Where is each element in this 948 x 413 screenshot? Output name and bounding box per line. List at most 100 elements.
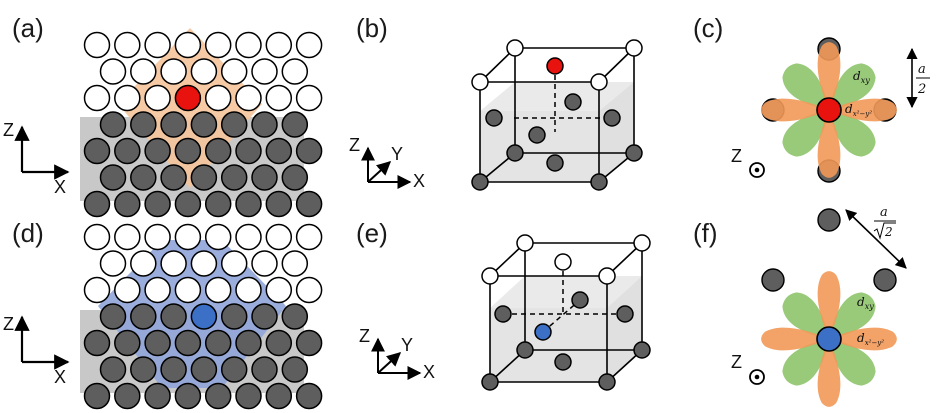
svg-text:Z: Z (731, 146, 742, 166)
lattice-d-atom (295, 329, 323, 357)
lattice-d-atom (99, 356, 127, 383)
lattice-d-atom (83, 223, 111, 251)
lattice-a-atom (114, 84, 141, 112)
lattice-a (80, 28, 323, 218)
lattice-d-highlight-atom (190, 303, 218, 330)
orbital-c-dxy-lobe (782, 110, 829, 157)
lattice-a-atom (235, 84, 262, 112)
lattice-d-atom (130, 250, 157, 277)
lattice-a-atom (295, 31, 323, 59)
axis-label-y-b: Y (391, 144, 403, 164)
lattice-a-atom (265, 190, 293, 218)
orbital-f-dxy-lobe (782, 292, 829, 339)
red-atom-c (816, 97, 842, 123)
lattice-d-atom (190, 250, 218, 277)
lattice-a-atom (130, 58, 157, 85)
lattice-d-atom (114, 223, 141, 251)
lattice-d-atom (174, 329, 202, 357)
lattice-a-atom (251, 58, 278, 85)
lattice-a-atom (144, 190, 171, 218)
lattice-d-atom (130, 356, 157, 383)
lattice-d-atom (83, 276, 111, 304)
lattice-d-atom (220, 356, 248, 383)
panel-label-b: (b) (356, 13, 388, 43)
orbital-f-dxy-lobe (782, 339, 829, 386)
lattice-d-atom (265, 329, 293, 357)
axis-label-x-b: X (413, 171, 425, 191)
lattice-d-atom (235, 223, 262, 251)
lattice-d-atom (83, 329, 111, 357)
axes-xyz-b: Z Y X (349, 135, 425, 191)
lattice-a-atom (174, 137, 202, 165)
lattice-d (80, 223, 323, 410)
lattice-d-atom (174, 223, 202, 251)
svg-text:dxy: dxy (857, 295, 874, 311)
orbital-c-dxy-lobe (782, 63, 829, 110)
lattice-d-atom (295, 382, 323, 410)
orbital-f-dx2y2-lobe (817, 271, 841, 339)
lattice-d-atom (265, 276, 293, 304)
orbital-f-dx2y2-lobe (829, 327, 897, 351)
orbital-label-dx2y2-c: d (845, 102, 853, 116)
lattice-d-atom (220, 303, 248, 330)
svg-text:a: a (880, 205, 888, 220)
lattice-a-atom (281, 58, 309, 85)
lattice-a-atom (144, 31, 171, 59)
svg-text:a: a (918, 62, 926, 77)
orbital-label-dxy-f: d (857, 295, 865, 309)
lattice-a-atom (190, 111, 218, 138)
axis-label-z-d: Z (3, 314, 14, 334)
axis-label-y-e: Y (401, 335, 413, 355)
lattice-d-atom (130, 303, 157, 330)
orbital-f-dx2y2-lobe (761, 327, 829, 351)
lattice-d-atom (190, 356, 218, 383)
lattice-a-atom (204, 84, 232, 112)
lattice-a-atom (204, 137, 232, 165)
lattice-a-atom (160, 58, 187, 85)
red-atom-b (546, 57, 564, 75)
cube-b (471, 39, 643, 191)
lattice-a-atom (174, 190, 202, 218)
axis-label-x-e: X (423, 362, 435, 382)
lattice-d-atom (114, 329, 141, 357)
orbital-c-dx2y2-lobe (829, 98, 897, 122)
scale-bar-a-over-sqrt2: a 2 (845, 205, 907, 269)
lattice-a-atom (114, 190, 141, 218)
lattice-d-atom (204, 382, 232, 410)
lattice-d-atom (160, 356, 187, 383)
lattice-d-atom (235, 382, 262, 410)
lattice-a-atom (83, 137, 111, 165)
lattice-a-atom (251, 111, 278, 138)
orbital-f-dxy-lobe (829, 292, 876, 339)
lattice-a-atom (83, 84, 111, 112)
svg-text:dxy: dxy (853, 69, 870, 85)
orbital-diagram-c: dxy dx²−y² a 2 Z (731, 37, 930, 183)
lattice-d-atom (174, 382, 202, 410)
lattice-d-atom (235, 329, 262, 357)
lattice-a-atom (190, 58, 218, 85)
panel-label-d: (d) (12, 218, 44, 248)
lattice-a-atom (295, 137, 323, 165)
lattice-a-atom (83, 190, 111, 218)
orbital-f-dxy-lobe (829, 339, 876, 386)
lattice-d-atom (235, 276, 262, 304)
svg-text:2: 2 (884, 225, 893, 239)
lattice-a-atom (190, 164, 218, 191)
lattice-a-atom (204, 190, 232, 218)
axis-label-z-a: Z (3, 120, 14, 140)
lattice-a-atom (295, 84, 323, 112)
lattice-a-atom (265, 84, 293, 112)
axes-xz-a: Z X (3, 120, 70, 197)
lattice-d-atom (251, 303, 278, 330)
lattice-d-atom (251, 356, 278, 383)
orbital-c-dxy-lobe (829, 63, 876, 110)
blue-atom-f (816, 326, 842, 352)
lattice-d-atom (281, 303, 309, 330)
axis-label-z-e: Z (359, 326, 370, 346)
lattice-d-atom (204, 223, 232, 251)
z-out-of-page-c: Z (731, 146, 765, 178)
lattice-a-atom (265, 31, 293, 59)
lattice-a-atom (144, 137, 171, 165)
lattice-d-atom (295, 223, 323, 251)
lattice-a-atom (83, 31, 111, 59)
